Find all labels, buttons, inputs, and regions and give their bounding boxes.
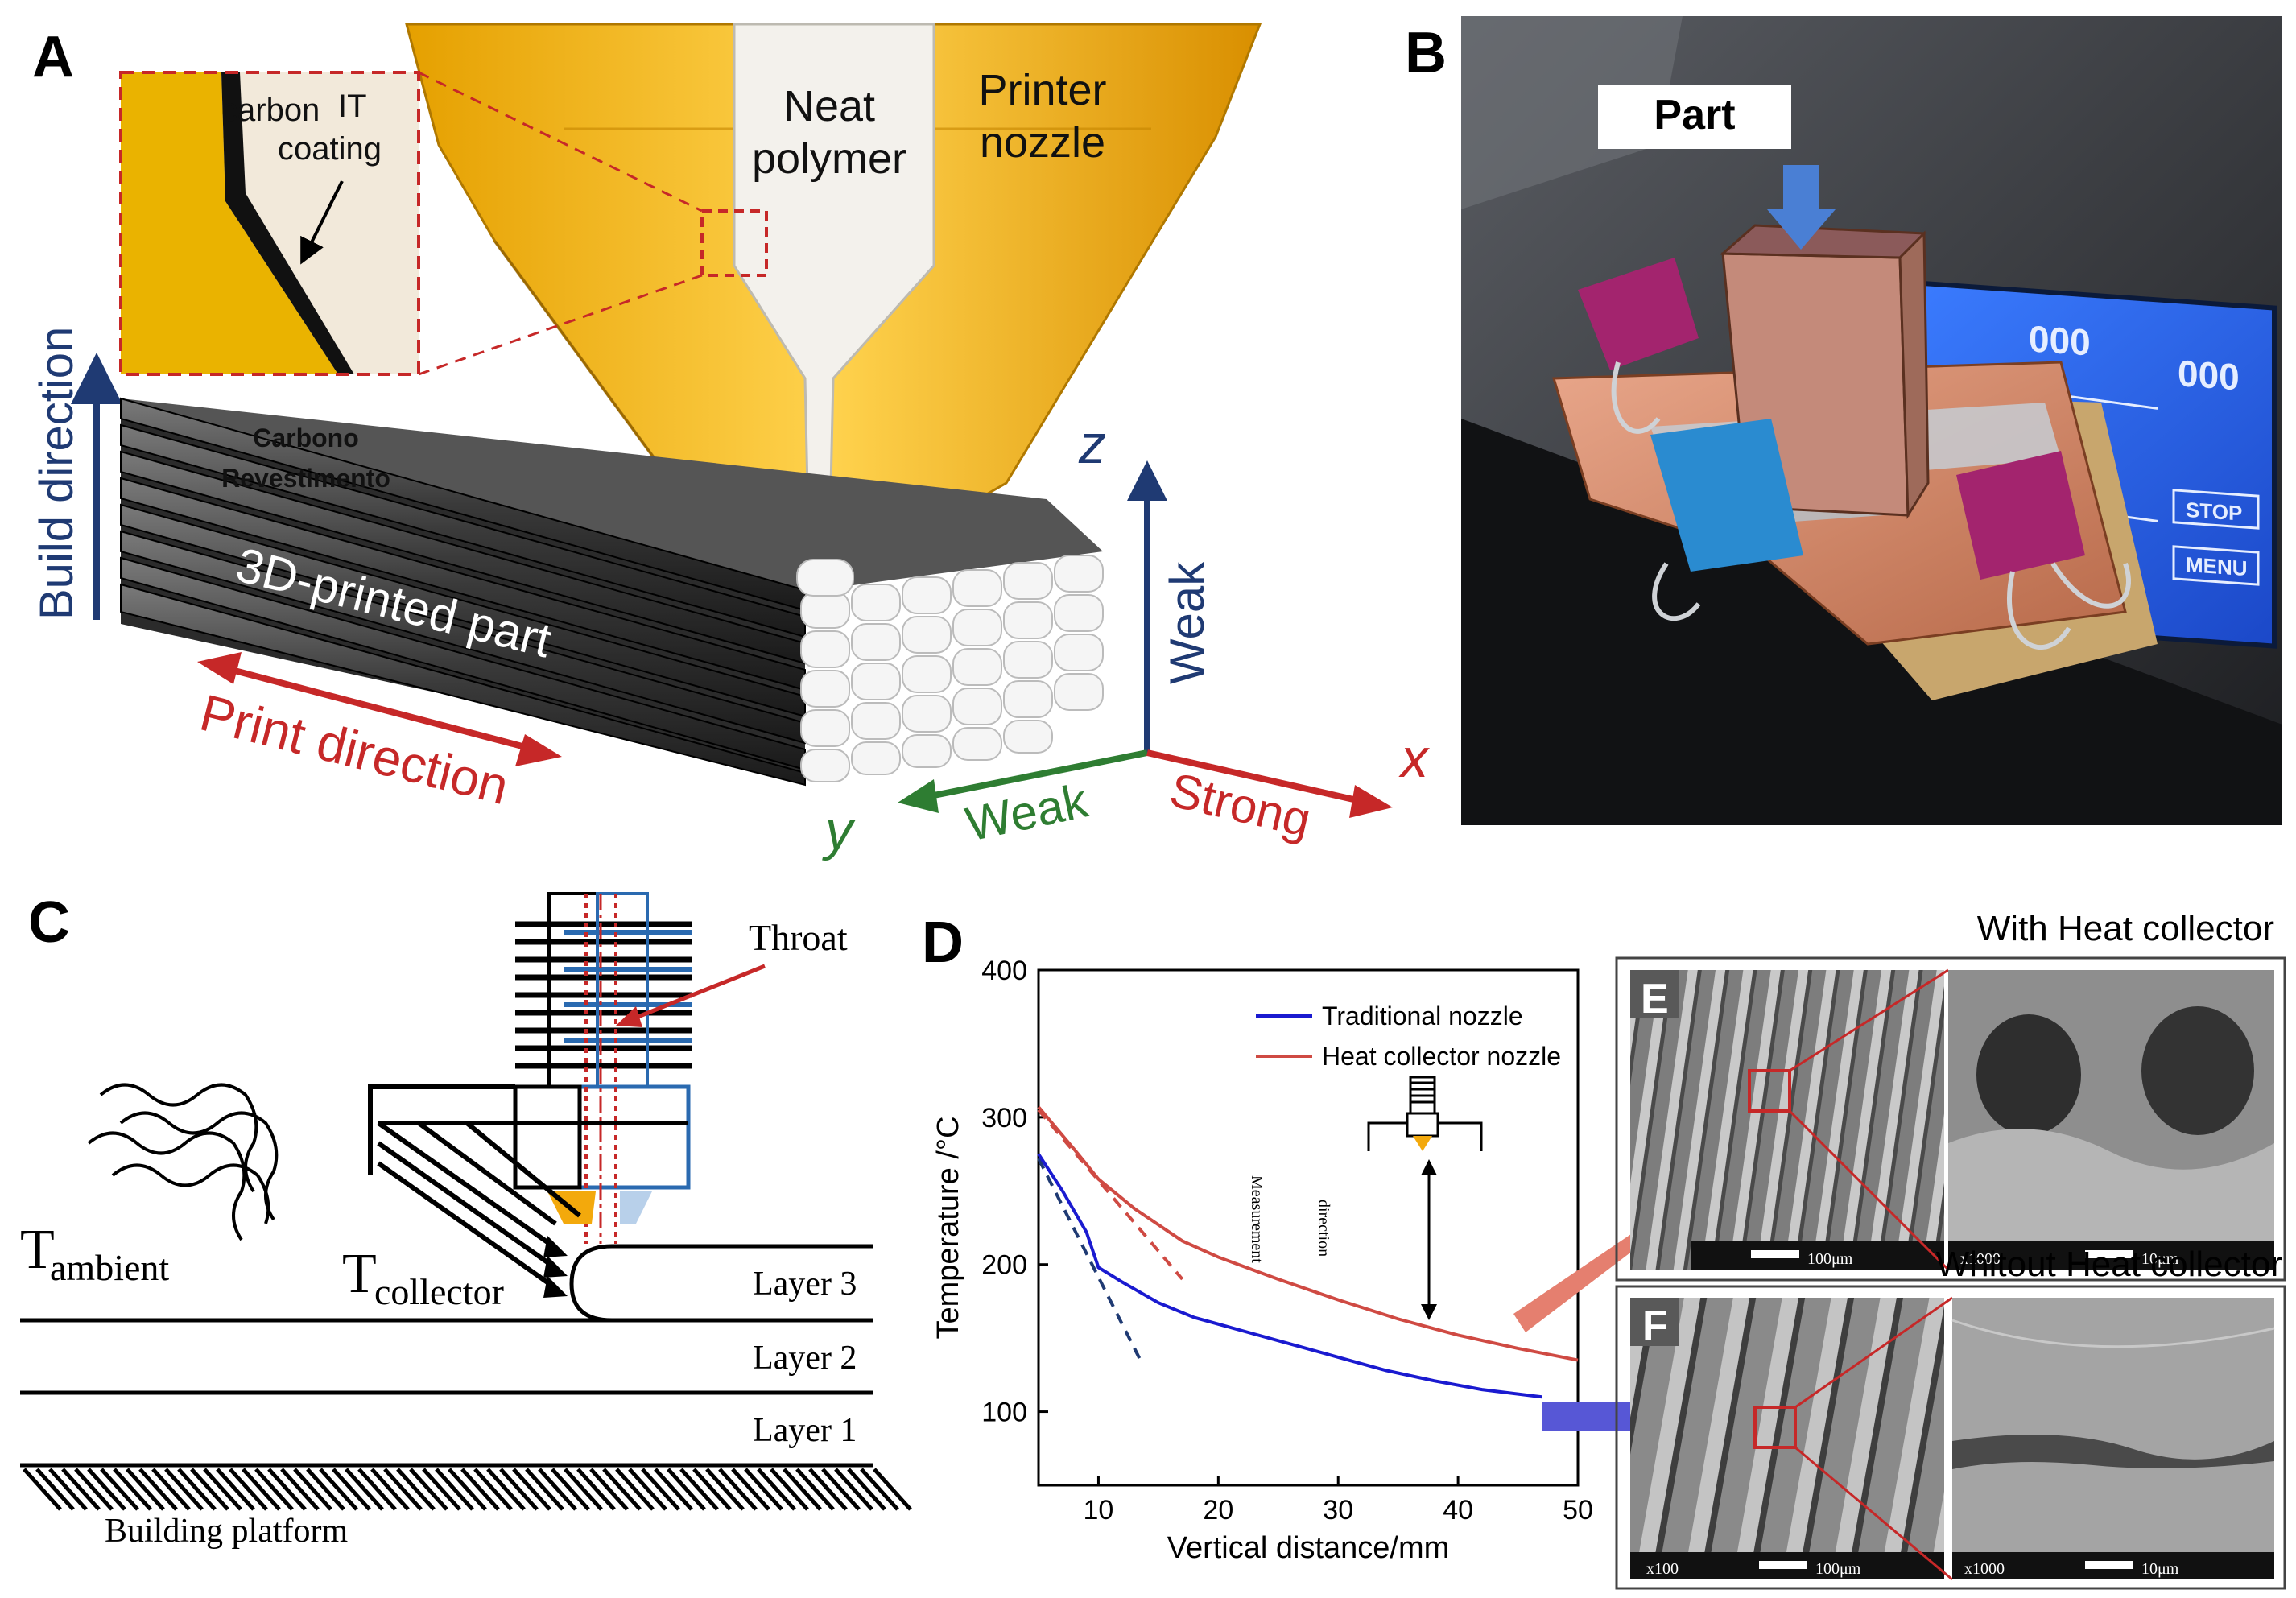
panel-f-caption: Whitout Heat collector xyxy=(1936,1245,2282,1284)
layer-2-label: Layer 2 xyxy=(753,1340,857,1377)
zoom-region-box xyxy=(700,209,768,277)
part-callout-label: Part xyxy=(1654,92,1735,138)
y-tick-label: 100 xyxy=(981,1398,1027,1428)
panel-d-letter: D xyxy=(922,910,964,975)
screen-button-menu: MENU xyxy=(2186,552,2248,580)
x-tick-label: 50 xyxy=(1563,1495,1593,1526)
y-axis-label: Temperature /°C xyxy=(931,1116,965,1339)
fit-line xyxy=(1037,1109,1184,1281)
axis-x-label: x xyxy=(1398,728,1430,789)
panel-c-letter: C xyxy=(28,890,70,955)
y-tick-label: 400 xyxy=(981,956,1027,986)
e-scale-right: 10μm xyxy=(2141,1250,2179,1268)
panel-e-caption: With Heat collector xyxy=(1977,909,2274,948)
f-scale-left: 100μm xyxy=(1815,1560,1861,1578)
t-collector-main: T xyxy=(342,1243,377,1305)
platform-label: Building platform xyxy=(105,1513,348,1550)
x-tick-label: 40 xyxy=(1443,1495,1473,1526)
panel-e-letter: E xyxy=(1641,976,1669,1022)
printed-part xyxy=(120,397,1104,787)
sem-e-low xyxy=(1630,970,1944,1270)
heat-collector xyxy=(368,1084,581,1290)
panel-f: Whitout Heat collector F x100 100μm x100… xyxy=(1615,1245,2286,1590)
x-tick-label: 20 xyxy=(1203,1495,1233,1526)
panel-c: C xyxy=(20,890,912,1550)
legend-label: Traditional nozzle xyxy=(1322,1001,1523,1030)
plot-frame xyxy=(1037,968,1580,1487)
inset-label-coating: coating xyxy=(278,131,382,167)
x-tick-label: 30 xyxy=(1323,1495,1353,1526)
panel-a-letter: A xyxy=(32,25,74,89)
axis-z-label: z xyxy=(1078,414,1106,475)
panel-b: B 000 000 STOP MENU xyxy=(1405,16,2282,825)
t-ambient-sub: ambient xyxy=(50,1247,169,1288)
zoom-box-f xyxy=(1753,1406,1797,1449)
x-tick-label: 10 xyxy=(1084,1495,1114,1526)
panel-f-letter: F xyxy=(1642,1303,1668,1349)
axes-triad xyxy=(898,460,1393,818)
inset-label-carbon: carbon xyxy=(221,93,320,128)
nozzle-label-1: Printer xyxy=(978,66,1106,114)
weak-z-label: Weak xyxy=(1160,561,1214,684)
y-tick-label: 200 xyxy=(981,1250,1027,1281)
f-mag-left: x100 xyxy=(1646,1560,1679,1578)
nozzle-label-2: nozzle xyxy=(980,118,1105,167)
legend-label: Heat collector nozzle xyxy=(1322,1042,1561,1071)
printed-layers xyxy=(20,1244,873,1468)
part-pointer-arrow xyxy=(1767,165,1836,250)
ambient-heat-waves xyxy=(87,1083,279,1241)
layer-3-label: Layer 3 xyxy=(753,1266,857,1303)
throat-label: Throat xyxy=(749,917,848,958)
part-callout-box xyxy=(1598,85,1791,149)
series-line xyxy=(1037,1153,1542,1399)
screen-value-1: 000 xyxy=(2029,317,2091,363)
measurement-nozzle-icon xyxy=(1367,1076,1483,1308)
platform-hatch xyxy=(23,1468,912,1511)
t-ambient-main: T xyxy=(20,1219,55,1281)
photo-part-setup: 000 000 STOP MENU xyxy=(1461,16,2282,825)
x-axis-label: Vertical distance/mm xyxy=(1167,1531,1450,1565)
y-tick-label: 300 xyxy=(981,1103,1027,1133)
panel-e: With Heat collector E 100μm x1000 10μm xyxy=(1615,909,2286,1282)
measurement-label-1: Measurement xyxy=(1248,1175,1266,1263)
coating-label-pt-2: Revestimento xyxy=(221,464,390,493)
screen-button-stop: STOP xyxy=(2186,498,2242,526)
neat-label-2: polymer xyxy=(752,134,906,183)
series-line xyxy=(1037,1105,1579,1362)
fit-line xyxy=(1037,1158,1142,1361)
panel-a: A Neat polymer Printer nozzle carbon IT … xyxy=(31,23,1430,861)
panel-b-letter: B xyxy=(1405,21,1447,85)
layer-1-label: Layer 1 xyxy=(753,1412,857,1449)
f-mag-right: x1000 xyxy=(1964,1560,2005,1578)
coating-inset: carbon IT coating xyxy=(119,71,420,376)
f-scale-right: 10μm xyxy=(2141,1560,2179,1578)
axis-y-label: y xyxy=(822,800,856,861)
build-direction-label: Build direction xyxy=(31,327,83,620)
measurement-label-2: direction xyxy=(1315,1200,1332,1257)
coating-label-pt-1: Carbono xyxy=(253,423,359,452)
print-direction-arrow xyxy=(197,652,562,766)
sem-f-low xyxy=(1630,1298,1944,1579)
e-scale-left: 100μm xyxy=(1807,1250,1853,1268)
e-mag-right: x1000 xyxy=(1960,1250,2001,1268)
neat-label-1: Neat xyxy=(783,82,875,130)
t-collector-sub: collector xyxy=(374,1271,504,1312)
zoom-box-e xyxy=(1748,1069,1791,1113)
screen-value-2: 000 xyxy=(2178,352,2240,398)
inset-label-it: IT xyxy=(338,89,367,124)
heat-sink xyxy=(515,921,692,1069)
